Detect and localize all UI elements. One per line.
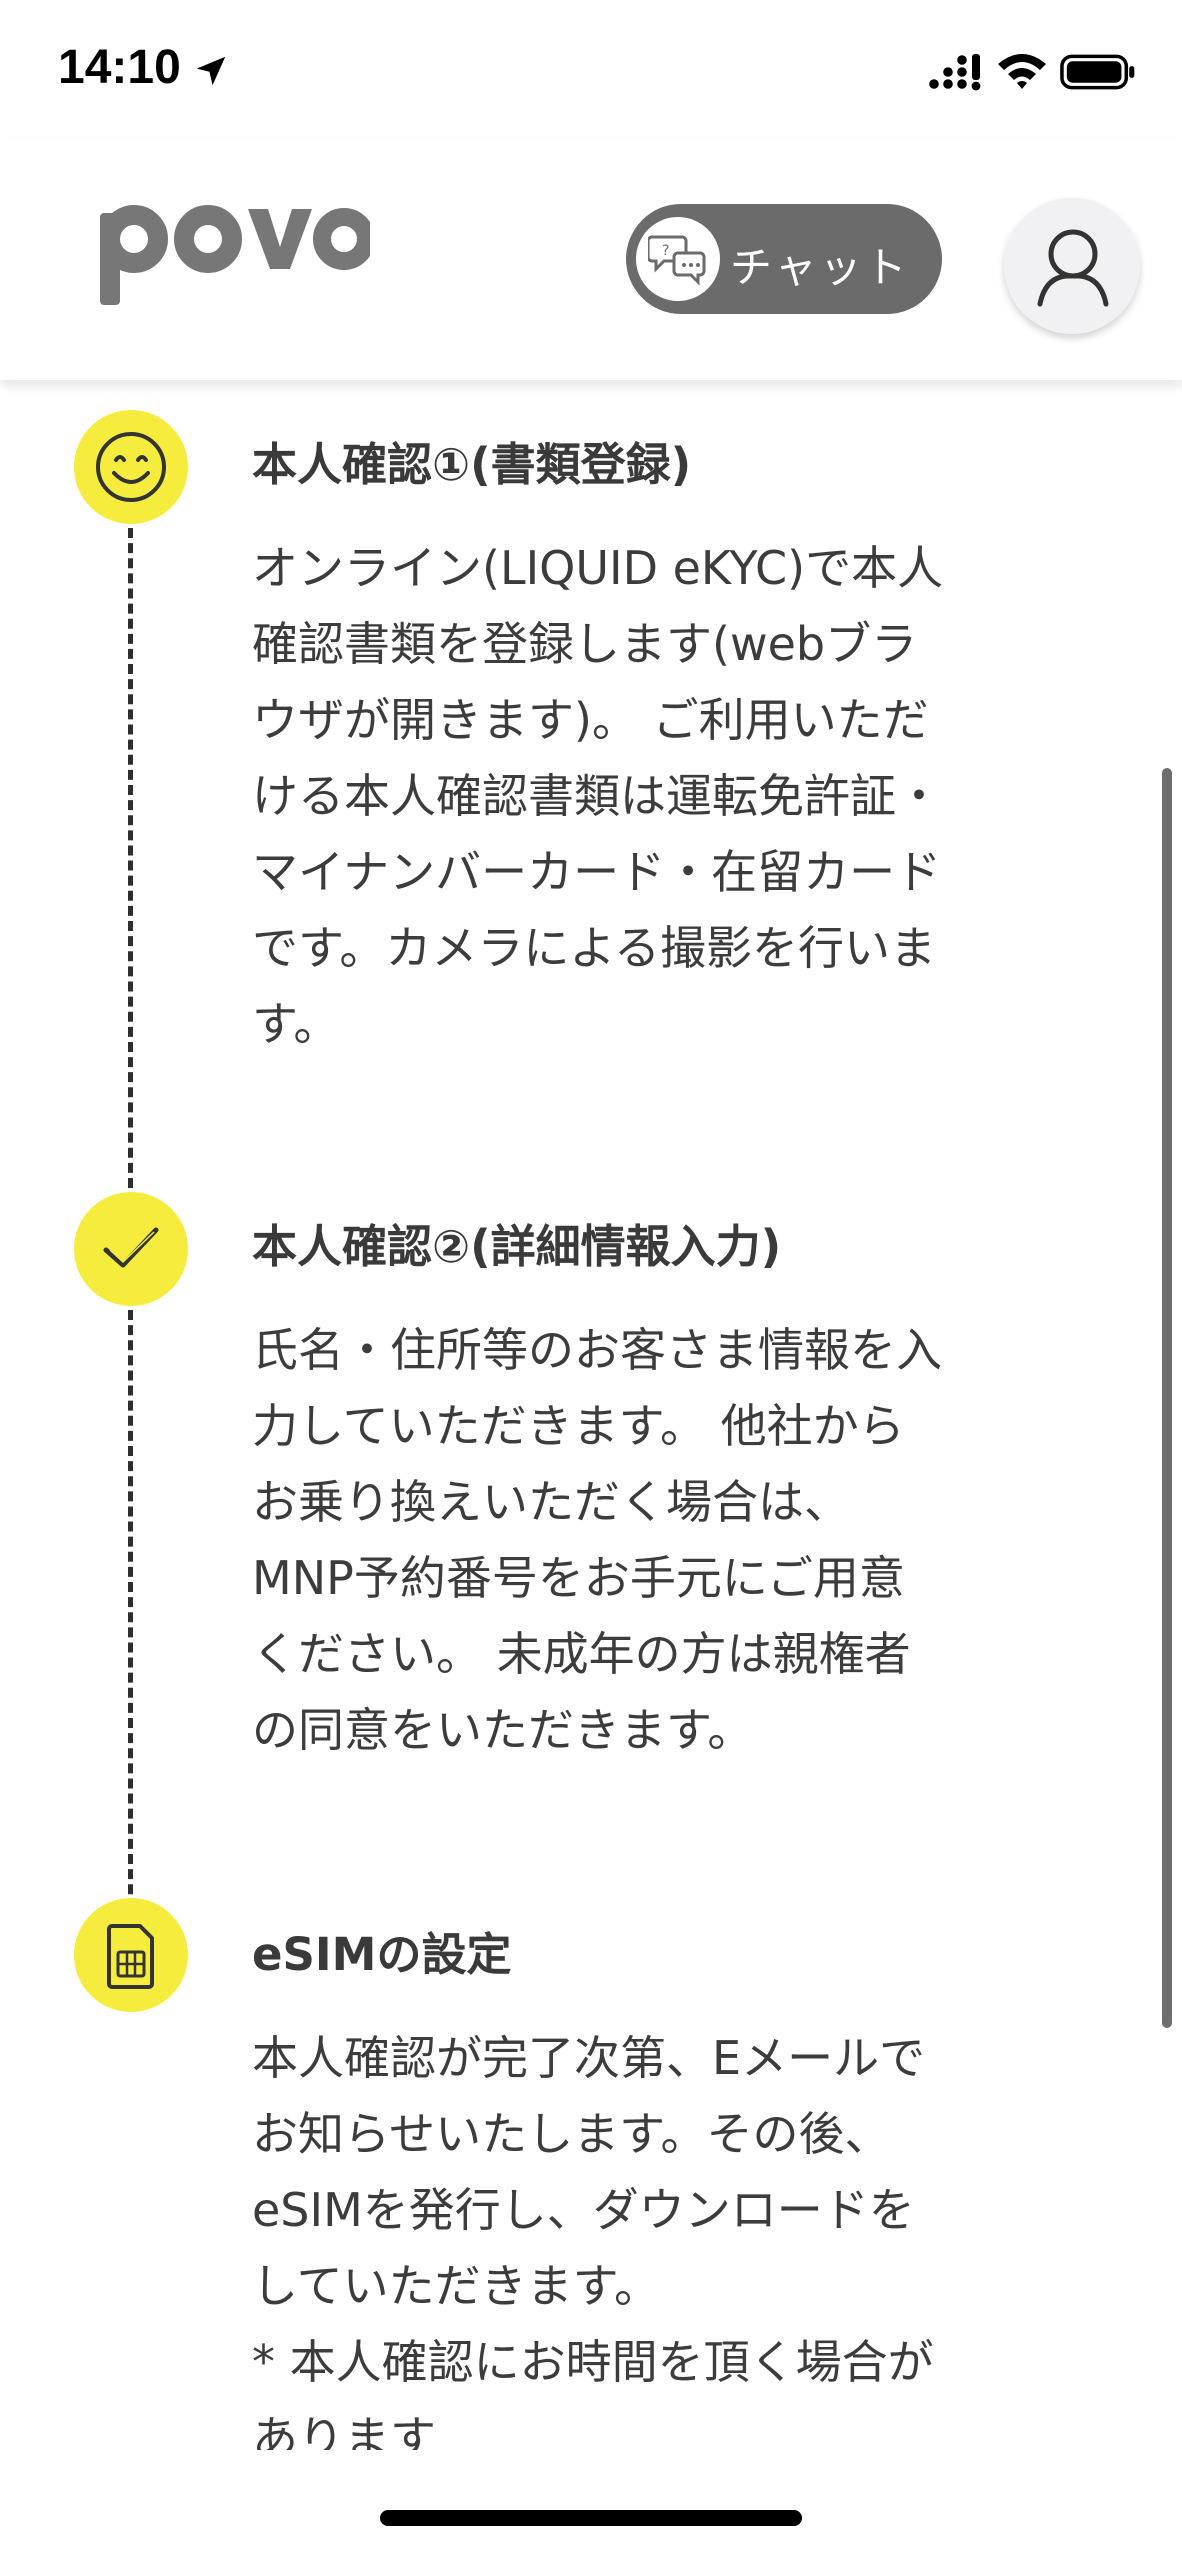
step-3-description: 本人確認が完了次第、Eメールで お知らせいたします。その後、 eSIMを発行し、… xyxy=(252,2031,934,2450)
scrollbar[interactable] xyxy=(1162,768,1172,2028)
sim-card-icon xyxy=(107,1924,154,1989)
wifi-icon xyxy=(998,54,1046,89)
timeline-connector xyxy=(128,528,133,1188)
user-icon xyxy=(1037,229,1109,307)
profile-button[interactable] xyxy=(1004,198,1140,334)
step-3-icon-circle xyxy=(74,1898,188,2012)
step-1-icon-circle xyxy=(74,410,188,524)
timeline: 本人確認①(書類登録) オンライン(LIQUID eKYC)で本人 確認書類を登… xyxy=(0,380,1182,2510)
chat-bubbles-icon: ? xyxy=(648,235,706,286)
chat-button-label: チャット xyxy=(730,244,910,291)
step-2-title: 本人確認②(詳細情報入力) xyxy=(252,1220,782,1273)
status-time: 14:10 xyxy=(58,41,181,94)
timeline-connector xyxy=(128,1310,133,2000)
status-bar: 14:10 xyxy=(0,0,1182,140)
step-2-icon-circle xyxy=(74,1192,188,1306)
chat-button[interactable]: ? チャット xyxy=(626,204,942,314)
battery-icon xyxy=(1060,54,1135,90)
step-1-description: オンライン(LIQUID eKYC)で本人 確認書類を登録します(webブラ ウ… xyxy=(252,541,944,1051)
location-arrow-icon xyxy=(196,56,226,86)
smiley-icon xyxy=(96,432,166,502)
svg-text:?: ? xyxy=(662,243,669,259)
checkmark-icon xyxy=(103,1227,159,1268)
app-header: ? チャット xyxy=(0,140,1182,380)
povo-logo xyxy=(100,205,370,305)
step-3-title: eSIMの設定 xyxy=(252,1928,512,1981)
home-indicator[interactable] xyxy=(380,2510,802,2526)
step-1-title: 本人確認①(書類登録) xyxy=(252,438,692,491)
step-2-description: 氏名・住所等のお客さま情報を入 力していただきます。 他社から お乗り換えいただ… xyxy=(252,1323,942,1757)
chat-icon-circle: ? xyxy=(636,217,720,301)
cellular-signal-icon xyxy=(929,54,981,91)
